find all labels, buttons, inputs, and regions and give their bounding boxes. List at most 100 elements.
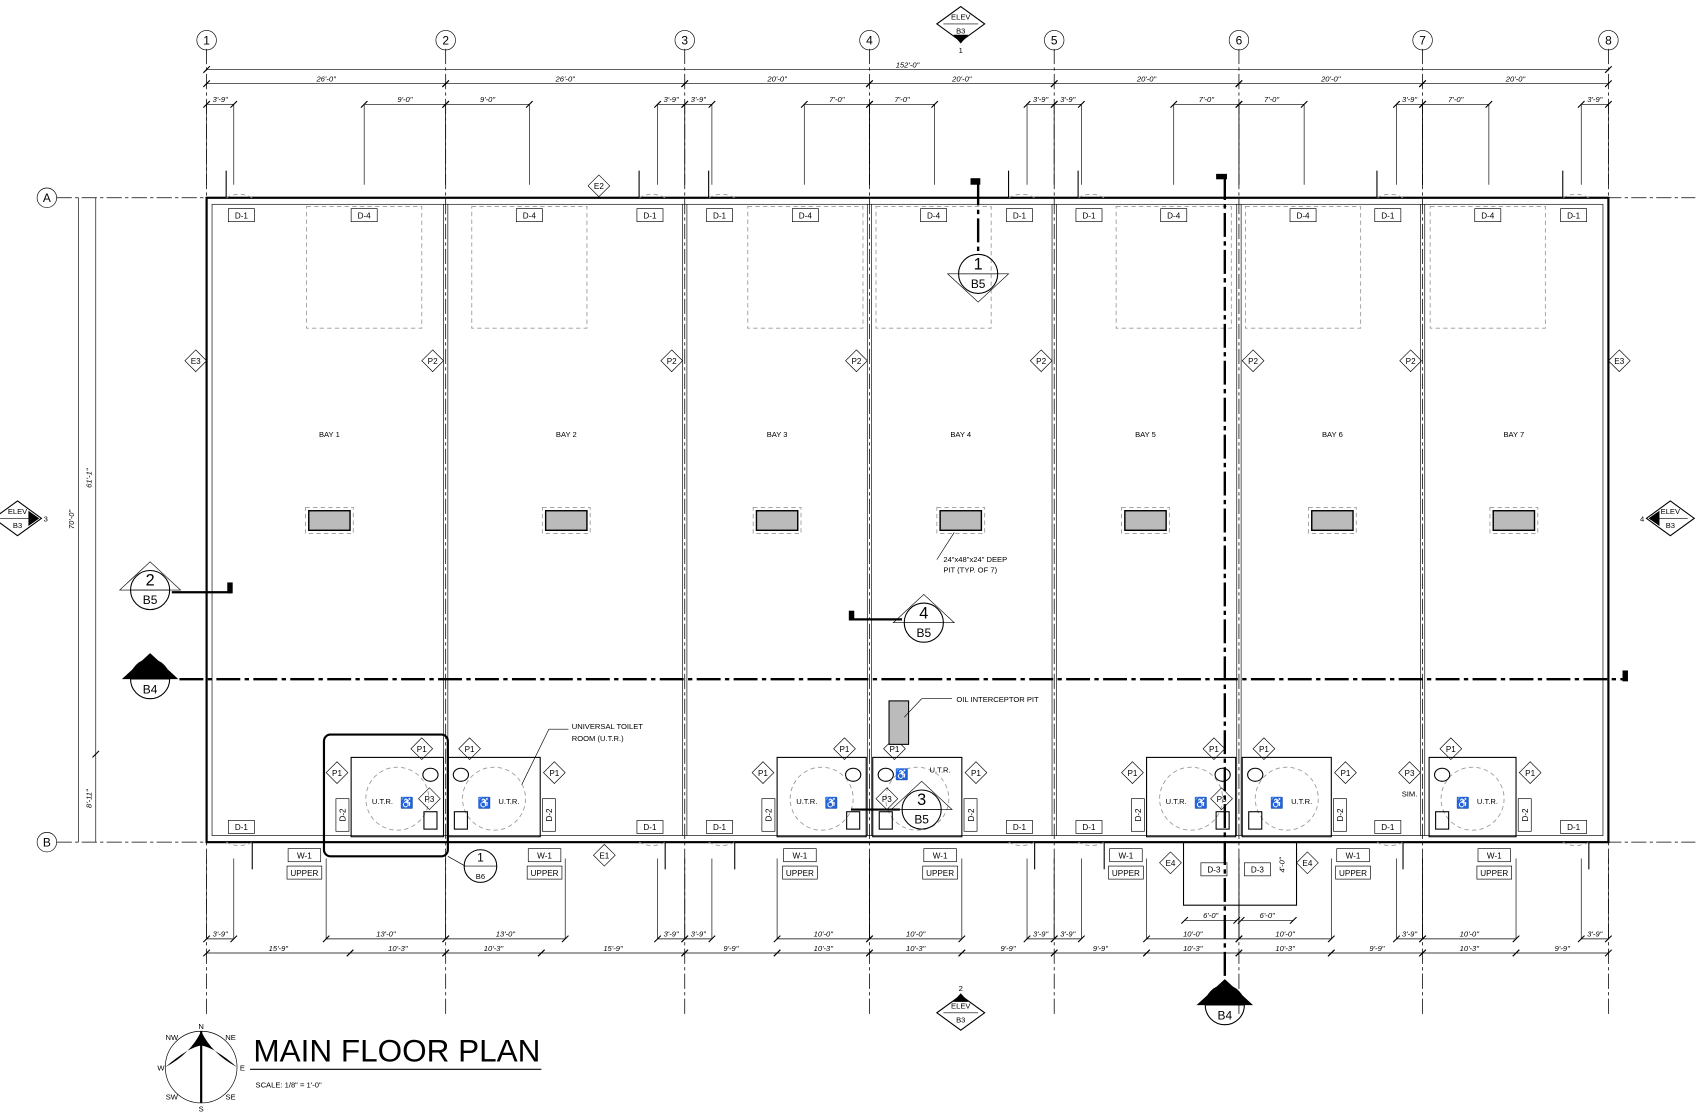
door-tag-d2 (1517, 798, 1532, 832)
tag-label: P1 (1127, 769, 1137, 778)
span-dimension: 10'-3" (1142, 944, 1243, 957)
door-tag: D-1 (1374, 820, 1402, 834)
finish-tag-p1: P1 (1439, 737, 1463, 761)
tag-label: D-4 (358, 211, 372, 220)
opening-dimension: 7'-0" (1235, 95, 1308, 108)
tag-box (1477, 848, 1511, 863)
door-tag-d2 (542, 798, 556, 832)
leader-line (936, 532, 955, 560)
pit-outline (1489, 507, 1539, 534)
bay-dimension: 20'-0" (1050, 74, 1243, 88)
dimension-text: 10'-3" (1275, 944, 1295, 953)
door-tag: D-4 (1160, 208, 1188, 223)
grid-bubble-circle (196, 30, 217, 51)
toilet-room-wall (1146, 756, 1237, 838)
diamond-tag-shape (325, 761, 349, 784)
grid-bubble-2: 2 (435, 30, 456, 51)
finish-tag-p1: P1 (833, 737, 856, 761)
tag-label: P2 (1036, 357, 1046, 366)
window-tag: W-1 (1336, 848, 1370, 863)
finish-tag-e3: E3 (1607, 349, 1631, 373)
turning-circle (462, 766, 526, 831)
callout-leader (447, 856, 466, 867)
door-tag-d2 (1131, 798, 1145, 832)
section-end-cap (970, 178, 981, 185)
dimension-text: 10'-0" (1460, 930, 1480, 939)
section-number: 1 (146, 661, 155, 679)
leader-line (904, 698, 922, 718)
overall-depth-dimension: 70'-0" (67, 509, 76, 529)
windows: W-1UPPERW-1UPPERW-1UPPERW-1UPPERW-1UPPER… (286, 848, 1513, 880)
tag-label: P1 (417, 745, 427, 754)
compass-e: E (240, 1063, 245, 1072)
tag-label: P1 (1525, 769, 1535, 778)
tag-box (526, 865, 563, 880)
finish-tag-p3: P3 (1398, 761, 1421, 784)
overhead-door-swing (471, 206, 588, 329)
diamond-tag-shape (418, 787, 441, 811)
window-tag: W-1 (783, 848, 817, 863)
dimension-text: 7'-0" (1264, 95, 1279, 104)
finish-tag-e1: E1 (593, 843, 616, 867)
tag-label: UPPER (290, 869, 318, 878)
elevation-label: ELEV (951, 1001, 971, 1010)
span-dimension: 9'-9" (1327, 944, 1427, 957)
dimension-tick (1180, 916, 1189, 925)
drawing-scale: SCALE: 1/8" = 1'-0" (256, 1081, 322, 1090)
tag-box (1474, 208, 1502, 223)
finish-tag-p1: P1 (1334, 761, 1357, 784)
tag-box (1075, 820, 1103, 834)
dimension-text: 7'-0" (1199, 95, 1214, 104)
grid-bubble-circle (1044, 30, 1065, 51)
toilet-icon (452, 767, 470, 782)
dimension-text: 3'-9" (664, 95, 679, 104)
enlarged-plan-callout (322, 733, 449, 858)
door-tag: D-1 (1006, 820, 1033, 834)
door-tag-label: D-2 (1521, 808, 1530, 822)
tag-label: W-1 (1487, 851, 1502, 860)
diamond-tag-shape (1210, 787, 1233, 811)
finish-tag-p2: P2 (845, 349, 868, 373)
dimension-text: 9'-9" (1000, 944, 1015, 953)
door-tag: D-4 (350, 208, 378, 223)
dimension-text: 13'-0" (496, 930, 516, 939)
diamond-tag-shape (1121, 761, 1144, 784)
opening-dimension: 3'-9" (202, 930, 238, 943)
section-end-cap (1622, 670, 1628, 682)
dimension-text: 3'-9" (691, 930, 706, 939)
diamond-tag-shape (593, 843, 616, 867)
detail-number: 1 (477, 851, 484, 865)
pit (755, 510, 799, 531)
diamond-tag-shape (660, 349, 684, 373)
tag-label: D-3 (1207, 866, 1221, 875)
dimension-text: 15'-9" (603, 944, 623, 953)
diamond-tag-shape (1029, 349, 1053, 373)
pit (308, 510, 351, 531)
elevation-number: 4 (1640, 515, 1644, 524)
dimension-text: 3'-9" (1587, 930, 1602, 939)
window-upper-tag: UPPER (1335, 865, 1371, 880)
oil-interceptor-note: OIL INTERCEPTOR PIT (956, 695, 1039, 704)
opening-dimension: 3'-9" (202, 95, 238, 108)
exterior-wall (205, 196, 1610, 844)
section-lines (171, 173, 1628, 1006)
dimension-text: 3'-9" (1587, 95, 1602, 104)
section-sheet: B4 (1218, 1008, 1233, 1022)
compass-nw: NW (166, 1033, 179, 1042)
overall-dimension: 152'-0" (202, 60, 1613, 74)
tag-label: D-3 (1251, 866, 1265, 875)
dimension-tick (1142, 949, 1151, 957)
elevation-label: ELEV (8, 507, 28, 516)
oil-interceptor-pit (888, 700, 910, 745)
dimension-tick (1050, 949, 1058, 957)
dimension-tick (1237, 916, 1245, 925)
door-tag: D-4 (515, 208, 543, 223)
tag-box (783, 848, 817, 863)
bay-label: BAY 2 (556, 430, 577, 439)
bay-dimension: 20'-0" (865, 74, 1058, 88)
span-dimension: 15'-9" (202, 944, 354, 957)
vestibule-depth-dimension: 4'-0" (1278, 857, 1287, 872)
dimension-text: 3'-9" (1402, 930, 1417, 939)
